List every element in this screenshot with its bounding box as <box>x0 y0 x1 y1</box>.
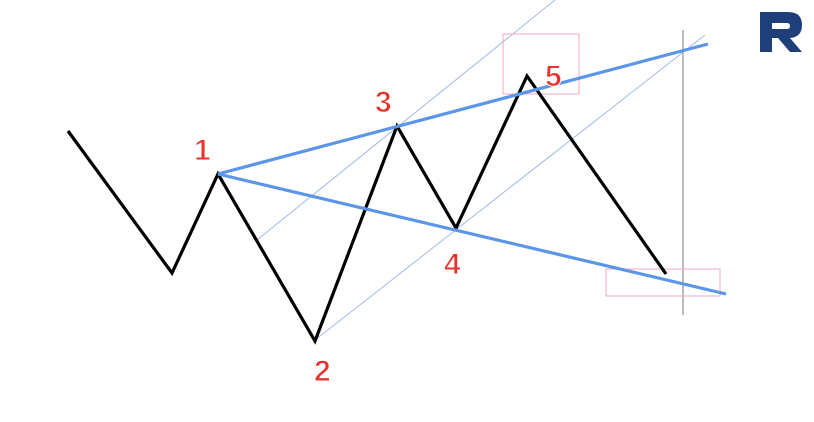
price-wave-line <box>66 72 668 345</box>
wave-label-1: 1 <box>194 134 211 167</box>
target-box-bottom <box>605 268 721 297</box>
wave-label-3: 3 <box>375 86 392 119</box>
wave-label-4: 4 <box>444 248 461 281</box>
target-box-top <box>502 33 580 95</box>
upper-trendline <box>217 42 709 176</box>
roboforex-logo-icon <box>760 12 802 52</box>
lower-trendline <box>217 172 727 296</box>
wave-label-2: 2 <box>314 355 331 388</box>
guide-line-upper <box>256 0 556 241</box>
wave-label-5: 5 <box>545 60 562 93</box>
guide-line-lower <box>314 34 706 341</box>
